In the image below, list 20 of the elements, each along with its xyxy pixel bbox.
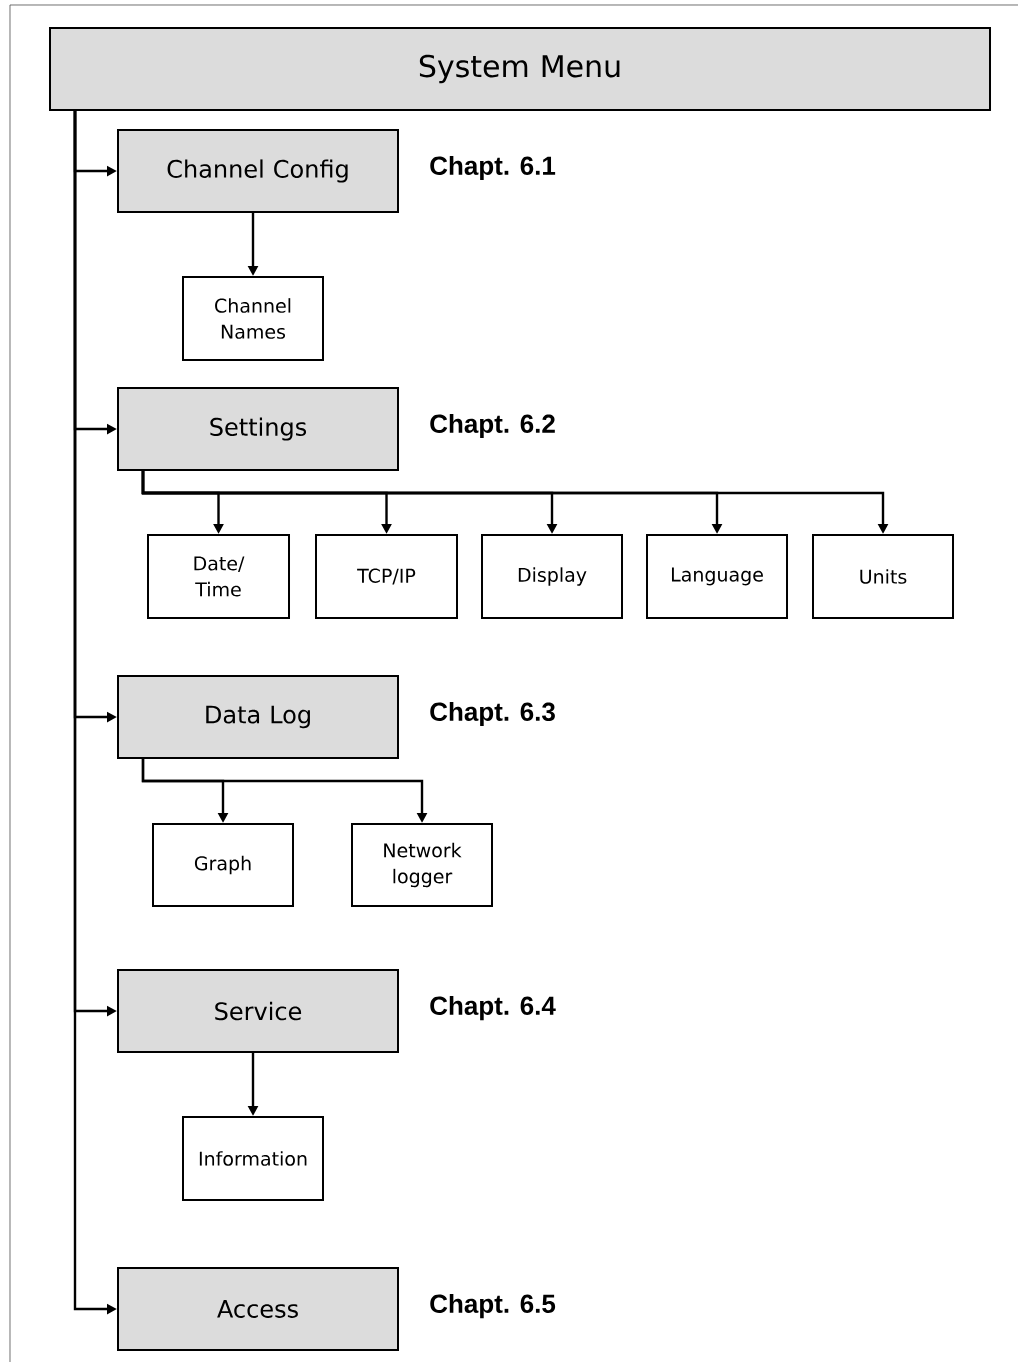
- chapter-label: Chapt. 6.3: [430, 701, 555, 727]
- menu-box: Service: [117, 969, 399, 1053]
- menu-box: Access: [117, 1267, 399, 1351]
- menu-box: Channel Config: [117, 129, 399, 213]
- chapter-label: Chapt. 6.2: [430, 413, 555, 439]
- submenu-box: Display: [481, 534, 623, 619]
- submenu-box: Language: [646, 534, 788, 619]
- menu-box: Settings: [117, 387, 399, 471]
- submenu-box: TCP/IP: [315, 534, 458, 619]
- submenu-box: Channel Names: [182, 276, 324, 361]
- submenu-box: Network logger: [351, 823, 493, 907]
- chapter-label: Chapt. 6.5: [430, 1293, 556, 1319]
- menu-header: System Menu: [49, 27, 991, 111]
- chapter-label: Chapt. 6.1: [430, 155, 556, 181]
- menu-box: Data Log: [117, 675, 399, 759]
- submenu-box: Graph: [152, 823, 294, 907]
- submenu-box: Date/ Time: [147, 534, 290, 619]
- submenu-box: Information: [182, 1116, 324, 1201]
- chapter-label: Chapt. 6.4: [430, 995, 556, 1021]
- submenu-box: Units: [812, 534, 954, 619]
